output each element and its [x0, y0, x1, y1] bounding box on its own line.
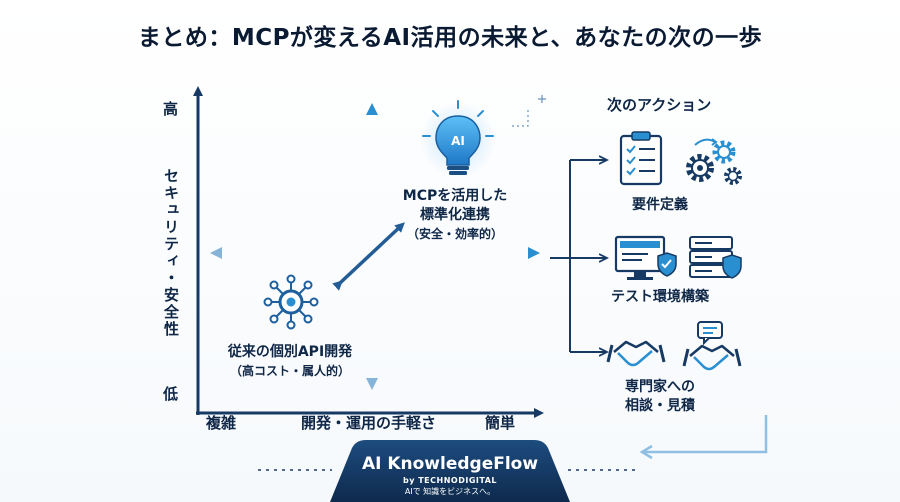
handshake-chat-icon [682, 321, 742, 371]
footer-tagline: AIで 知識をビジネスへ。 [404, 487, 496, 496]
action-consult-line2: 相談・見積 [625, 398, 695, 414]
mcp-line1: MCPを活用した [402, 188, 508, 204]
action-flow-lines [550, 160, 606, 352]
actions-title: 次のアクション [607, 96, 712, 114]
axis-y-title: セキュリティ・安全性 [162, 168, 180, 338]
return-arrow [639, 415, 768, 460]
ai-bulb-label: AI [451, 134, 465, 148]
action-test-env: テスト環境構築 [611, 289, 709, 305]
legacy-line1: 従来の個別API開発 [227, 344, 353, 360]
action-consult-line1: 専門家への [625, 379, 695, 395]
handshake-icon [606, 340, 666, 367]
footer: AI KnowledgeFlow by TECHNODIGITAL AIで 知識… [330, 446, 570, 502]
monitor-icon [614, 235, 677, 280]
action-consult: 専門家への 相談・見積 [580, 378, 740, 416]
mcp-label: MCPを活用した 標準化連携 （安全・効率的） [370, 187, 540, 244]
gears-icon [686, 138, 742, 185]
decor-dashes [512, 95, 546, 127]
diagonal-double-arrow [332, 222, 405, 291]
axis-x-title: 開発・運用の手軽さ [301, 414, 437, 432]
footer-badge [330, 440, 570, 502]
footer-brand: AI KnowledgeFlow [361, 454, 539, 474]
mcp-line3: （安全・効率的） [406, 227, 503, 241]
axis-x-right-label: 簡単 [485, 414, 516, 432]
mcp-line2: 標準化連携 [420, 207, 490, 223]
footer-by: by TECHNODIGITAL [403, 476, 497, 485]
legacy-label: 従来の個別API開発 （高コスト・属人的） [200, 343, 380, 381]
axis-x-left-label: 複雑 [206, 414, 237, 432]
axis-y-high-label: 高 [163, 100, 179, 118]
action-requirements: 要件定義 [632, 197, 688, 213]
page-title: まとめ：MCPが変えるAI活用の未来と、あなたの次の一歩 [137, 25, 763, 51]
legacy-line2: （高コスト・属人的） [229, 364, 350, 378]
axis-y-low-label: 低 [163, 385, 179, 403]
server-icon [689, 236, 742, 279]
network-icon [263, 274, 319, 330]
ai-bulb-icon: AI [420, 100, 496, 178]
clipboard-icon [619, 131, 663, 186]
